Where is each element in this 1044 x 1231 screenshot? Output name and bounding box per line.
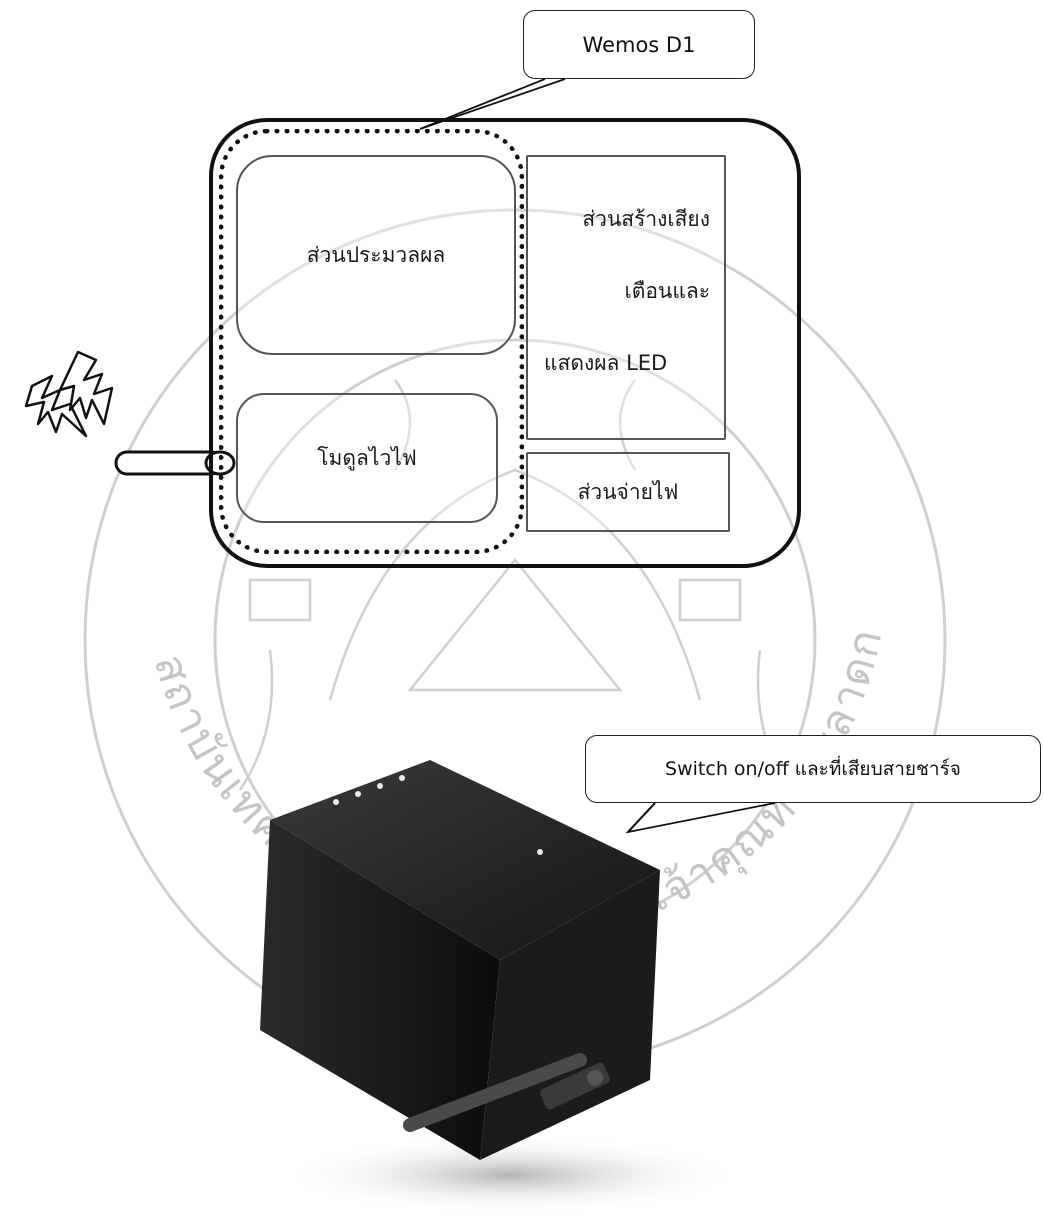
sound-led-label-line-1: ส่วนสร้างเสียง (544, 203, 710, 236)
wifi-module-block: โมดูลไวไฟ (236, 393, 498, 523)
wifi-module-label: โมดูลไวไฟ (317, 442, 416, 475)
sound-led-label-line-2: เตือนและ (544, 275, 710, 308)
switch-callout: Switch on/off และที่เสียบสายชาร์จ (585, 735, 1041, 803)
power-supply-block: ส่วนจ่ายไฟ (526, 452, 730, 532)
processing-block: ส่วนประมวลผล (236, 155, 516, 355)
wemos-d1-callout: Wemos D1 (523, 10, 755, 79)
sound-led-label-line-3: แสดงผล LED (544, 347, 710, 380)
sound-led-block: ส่วนสร้างเสียง เตือนและ แสดงผล LED (526, 155, 726, 440)
device-photo (250, 730, 770, 1220)
wemos-d1-label: Wemos D1 (583, 33, 696, 57)
power-supply-label: ส่วนจ่ายไฟ (578, 476, 679, 509)
switch-label: Switch on/off และที่เสียบสายชาร์จ (665, 754, 961, 784)
processing-label: ส่วนประมวลผล (307, 239, 446, 272)
